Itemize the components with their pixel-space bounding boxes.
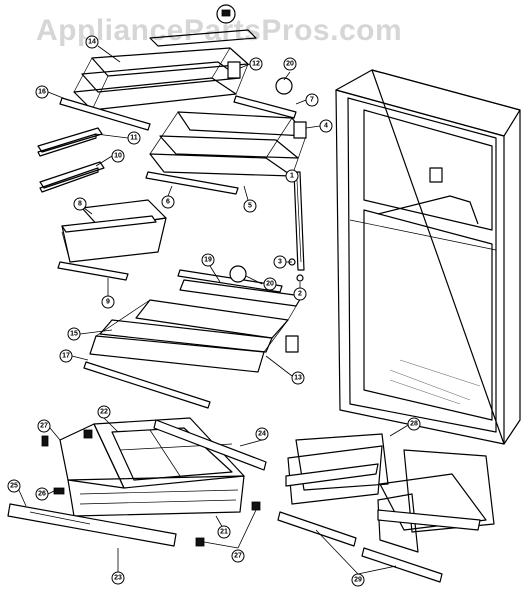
- bracket-10: [39, 161, 105, 193]
- svg-text:15: 15: [70, 331, 78, 338]
- callout-15: 15: [67, 327, 81, 341]
- callout-8: 8: [73, 197, 87, 211]
- callout-5: 5: [243, 199, 257, 213]
- trim-17: [83, 361, 211, 409]
- svg-text:17: 17: [62, 353, 70, 360]
- callout-2: 2: [293, 287, 307, 301]
- svg-text:10: 10: [114, 153, 122, 160]
- callout-17: 17: [59, 349, 73, 363]
- callout-7: 7: [305, 93, 319, 107]
- callout-9: 9: [101, 295, 115, 309]
- trim-25: [7, 503, 177, 547]
- callout-25: 25: [7, 479, 21, 493]
- trim-24: [153, 419, 267, 471]
- callout-27-bottom: 27: [231, 549, 245, 563]
- svg-text:5: 5: [248, 203, 252, 210]
- trim-19: [177, 265, 283, 293]
- bracket-11: [37, 127, 103, 157]
- top-trim: [149, 29, 257, 47]
- callout-6: 6: [161, 195, 175, 209]
- callout-13: 13: [291, 371, 305, 385]
- svg-text:25: 25: [10, 483, 18, 490]
- svg-text:22: 22: [100, 409, 108, 416]
- trim-9: [57, 261, 129, 281]
- svg-text:7: 7: [310, 97, 314, 104]
- svg-text:6: 6: [166, 199, 170, 206]
- callout-16: 16: [35, 85, 49, 99]
- callout-14: 14: [85, 35, 99, 49]
- callout-4: 4: [319, 119, 333, 133]
- svg-text:8: 8: [78, 201, 82, 208]
- svg-text:23: 23: [114, 575, 122, 582]
- svg-text:9: 9: [106, 299, 110, 306]
- trim-7: [233, 77, 297, 119]
- cabinet: [335, 69, 521, 445]
- callout-1: 1: [285, 169, 299, 183]
- svg-text:11: 11: [130, 135, 138, 142]
- rail-1: [288, 171, 305, 282]
- svg-text:27: 27: [234, 553, 242, 560]
- callout-10: 10: [111, 149, 125, 163]
- leader-lines: [17, 45, 411, 575]
- callout-3: 3: [273, 255, 287, 269]
- callout-20-top: 20: [283, 57, 297, 71]
- svg-text:19: 19: [204, 257, 212, 264]
- trims-29: [277, 511, 443, 583]
- svg-text:16: 16: [38, 89, 46, 96]
- svg-text:21: 21: [220, 529, 228, 536]
- callout-26: 26: [35, 487, 49, 501]
- drawer-28: [285, 433, 495, 553]
- svg-text:28: 28: [410, 421, 418, 428]
- callout-20-mid: 20: [263, 277, 277, 291]
- shelf-trim-16: [59, 97, 151, 131]
- callout-28: 28: [407, 417, 421, 431]
- svg-text:4: 4: [324, 123, 328, 130]
- light-bulb-top: [216, 4, 236, 24]
- callout-12: 12: [249, 57, 263, 71]
- svg-text:12: 12: [252, 61, 260, 68]
- callout-29: 29: [351, 573, 365, 587]
- svg-text:29: 29: [354, 577, 362, 584]
- callout-27-left: 27: [37, 419, 51, 433]
- middle-shelf: [149, 111, 307, 177]
- svg-text:20: 20: [266, 281, 274, 288]
- callout-21: 21: [217, 525, 231, 539]
- svg-text:14: 14: [88, 39, 96, 46]
- svg-text:2: 2: [298, 291, 302, 298]
- callout-19: 19: [201, 253, 215, 267]
- svg-text:1: 1: [290, 173, 294, 180]
- drawer-8: [61, 199, 167, 263]
- svg-text:26: 26: [38, 491, 46, 498]
- svg-text:24: 24: [258, 431, 266, 438]
- svg-text:3: 3: [278, 259, 282, 266]
- svg-text:20: 20: [286, 61, 294, 68]
- callout-23: 23: [111, 571, 125, 585]
- shelf-13: [89, 279, 303, 373]
- svg-text:27: 27: [40, 423, 48, 430]
- callout-24: 24: [255, 427, 269, 441]
- svg-text:13: 13: [294, 375, 302, 382]
- top-shelf: [73, 47, 249, 111]
- trim-6: [145, 171, 239, 195]
- callout-22: 22: [97, 405, 111, 419]
- callout-11: 11: [127, 131, 141, 145]
